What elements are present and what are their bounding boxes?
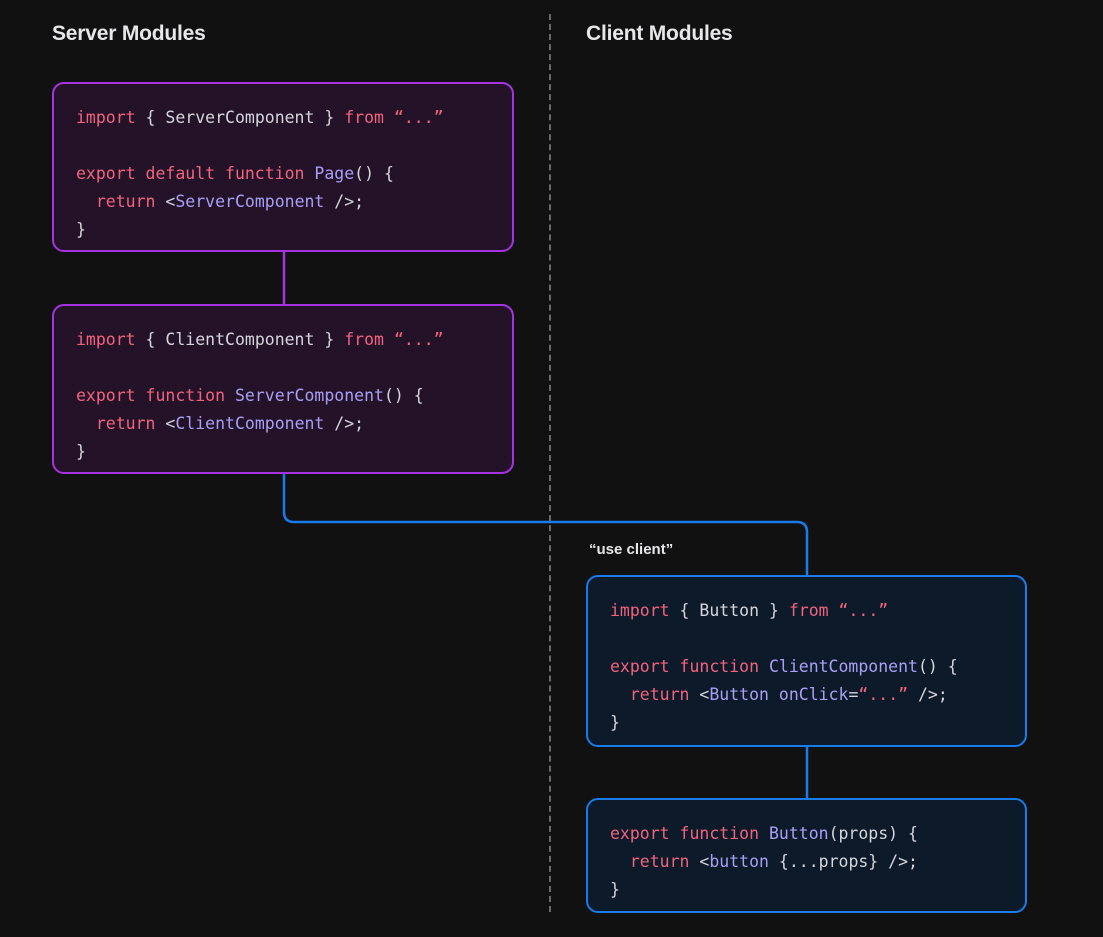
code-token: from: [344, 330, 384, 349]
code-token: }: [610, 713, 620, 732]
code-token: [759, 657, 769, 676]
code-token: ServerComponent: [165, 108, 315, 127]
code-block-servercomponent: import { ClientComponent } from “...” ex…: [76, 326, 490, 466]
code-block-clientcomponent: import { Button } from “...” export func…: [610, 597, 1003, 737]
use-client-directive-label: “use client”: [589, 541, 674, 558]
code-block-page: import { ServerComponent } from “...” ex…: [76, 104, 490, 244]
code-token: />;: [324, 192, 365, 211]
code-token: }: [610, 880, 620, 899]
code-token: “...”: [393, 330, 444, 349]
code-token: }: [76, 442, 86, 461]
code-token: {: [669, 601, 700, 620]
code-token: button: [709, 852, 769, 871]
code-token: import: [76, 330, 136, 349]
code-token: Button: [709, 685, 769, 704]
code-token: onClick: [778, 685, 849, 704]
code-card-servercomponent[interactable]: import { ClientComponent } from “...” ex…: [52, 304, 514, 474]
client-modules-heading: Client Modules: [586, 22, 733, 45]
code-token: return: [629, 685, 690, 704]
code-token: “...”: [393, 108, 444, 127]
code-card-page[interactable]: import { ServerComponent } from “...” ex…: [52, 82, 514, 252]
code-card-clientcomponent[interactable]: import { Button } from “...” export func…: [586, 575, 1027, 747]
code-token: “...”: [858, 685, 909, 704]
code-token: [610, 685, 630, 704]
code-token: [759, 824, 769, 843]
code-token: [76, 192, 96, 211]
code-token: =: [848, 685, 859, 704]
code-token: () {: [354, 164, 394, 183]
code-token: export function: [76, 386, 226, 405]
code-token: <: [155, 414, 176, 433]
code-token: ClientComponent: [165, 330, 315, 349]
code-token: () {: [917, 657, 958, 676]
code-token: [769, 685, 779, 704]
code-token: ServerComponent: [175, 192, 325, 211]
code-token: [304, 164, 314, 183]
code-token: export function: [610, 657, 760, 676]
server-modules-heading: Server Modules: [52, 22, 206, 45]
code-token: Page: [314, 164, 355, 183]
code-token: <: [689, 685, 710, 704]
code-token: from: [344, 108, 384, 127]
code-token: ClientComponent: [768, 657, 918, 676]
code-token: import: [610, 601, 670, 620]
code-token: <: [155, 192, 176, 211]
code-token: [76, 414, 96, 433]
connector-servercomponent-to-clientcomponent: [282, 472, 809, 577]
code-token: {: [135, 330, 166, 349]
code-token: (props) {: [828, 824, 918, 843]
code-token: export default function: [76, 164, 305, 183]
code-token: return: [629, 852, 690, 871]
code-token: />;: [324, 414, 365, 433]
code-token: {...props} />;: [768, 852, 918, 871]
code-token: [829, 601, 839, 620]
code-token: Button: [768, 824, 829, 843]
code-token: <: [689, 852, 710, 871]
code-token: [384, 330, 394, 349]
code-token: export function: [610, 824, 760, 843]
code-token: “...”: [838, 601, 889, 620]
code-token: return: [95, 192, 156, 211]
code-token: ClientComponent: [175, 414, 325, 433]
code-token: [384, 108, 394, 127]
code-token: Button: [699, 601, 760, 620]
code-token: }: [314, 330, 345, 349]
code-token: }: [76, 220, 86, 239]
code-token: return: [95, 414, 156, 433]
code-block-button: export function Button(props) { return <…: [610, 820, 1003, 904]
server-client-divider: [549, 14, 551, 912]
code-token: {: [135, 108, 166, 127]
code-token: [225, 386, 235, 405]
code-token: import: [76, 108, 136, 127]
code-token: }: [759, 601, 789, 620]
code-token: from: [788, 601, 829, 620]
code-token: />;: [908, 685, 948, 704]
code-token: () {: [383, 386, 424, 405]
code-token: ServerComponent: [234, 386, 384, 405]
code-token: }: [314, 108, 345, 127]
code-token: [610, 852, 630, 871]
code-card-button[interactable]: export function Button(props) { return <…: [586, 798, 1027, 913]
